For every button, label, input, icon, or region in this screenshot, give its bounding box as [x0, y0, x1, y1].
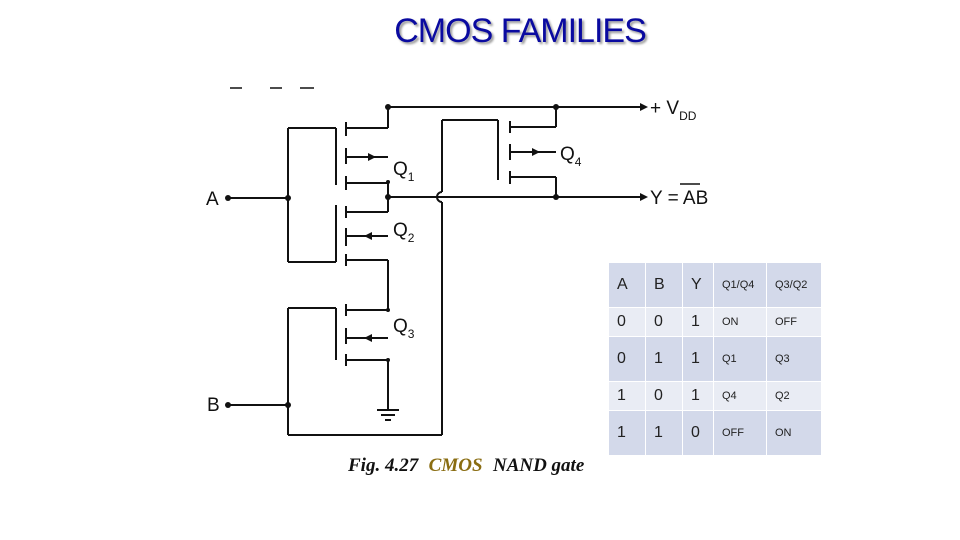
cell-a: 1 [608, 381, 646, 411]
q2-label: Q2 [393, 220, 415, 245]
cell-a: 1 [608, 410, 646, 456]
cell-b: 0 [645, 307, 683, 337]
cell-a: 0 [608, 307, 646, 337]
cell-y: 1 [682, 307, 714, 337]
page-title: CMOS FAMILIES [394, 12, 647, 50]
cell-y: 0 [682, 410, 714, 456]
cell-a: 0 [608, 336, 646, 382]
table-row: 0 1 1 Q1 Q3 [608, 336, 822, 382]
table-row: 1 1 0 OFF ON [608, 410, 822, 456]
cell-y: 1 [682, 336, 714, 382]
cell-q1-q4: Q4 [713, 381, 767, 411]
cell-y: 1 [682, 381, 714, 411]
header-b: B [645, 262, 683, 308]
input-a-label: A [206, 189, 219, 210]
truth-table: A B Y Q1/Q4 Q3/Q2 0 0 1 ON OFF 0 1 1 Q1 … [608, 262, 822, 456]
vdd-label: + VDD [650, 98, 697, 123]
table-row: 0 0 1 ON OFF [608, 307, 822, 337]
table-header-row: A B Y Q1/Q4 Q3/Q2 [608, 262, 822, 308]
q4-label: Q4 [560, 144, 582, 169]
cell-q3-q2: Q3 [766, 336, 822, 382]
output-label: Y = AB [650, 188, 708, 209]
cell-q3-q2: Q2 [766, 381, 822, 411]
header-q1-q4: Q1/Q4 [713, 262, 767, 308]
cell-b: 1 [645, 336, 683, 382]
header-q3-q2: Q3/Q2 [766, 262, 822, 308]
cell-q1-q4: OFF [713, 410, 767, 456]
q1-label: Q1 [393, 159, 415, 184]
figure-caption: Fig. 4.27 CMOS NAND gate [347, 455, 585, 476]
header-a: A [608, 262, 646, 308]
cell-b: 1 [645, 410, 683, 456]
input-b-label: B [207, 395, 220, 416]
q3-label: Q3 [393, 316, 415, 341]
table-row: 1 0 1 Q4 Q2 [608, 381, 822, 411]
cell-q3-q2: ON [766, 410, 822, 456]
cell-q1-q4: ON [713, 307, 767, 337]
cell-q1-q4: Q1 [713, 336, 767, 382]
cell-b: 0 [645, 381, 683, 411]
header-y: Y [682, 262, 714, 308]
cell-q3-q2: OFF [766, 307, 822, 337]
